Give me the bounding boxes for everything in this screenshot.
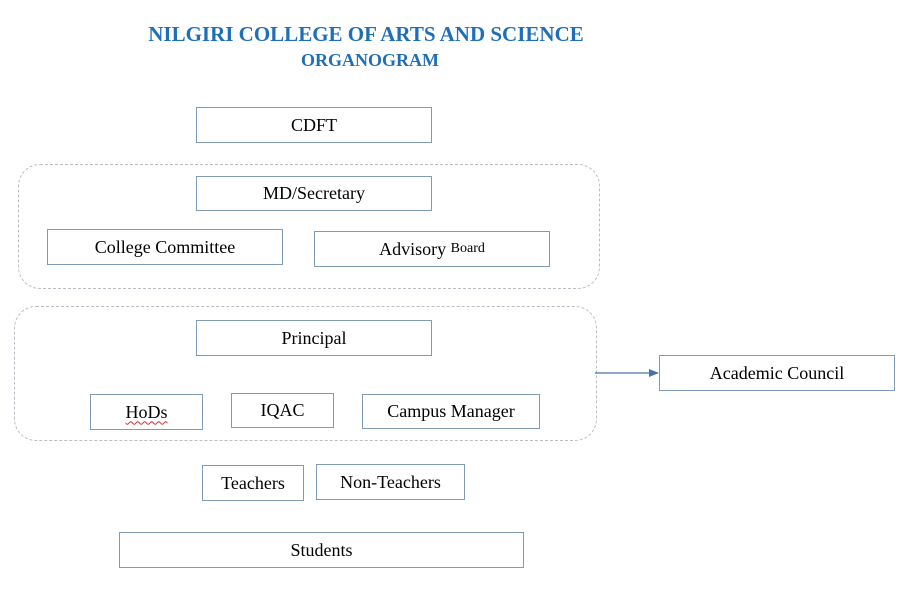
node-students-label: Students <box>290 539 353 560</box>
node-advisory-board[interactable]: Advisory Board <box>314 231 550 267</box>
node-cdft[interactable]: CDFT <box>196 107 432 143</box>
node-students[interactable]: Students <box>119 532 524 568</box>
node-hods-label: HoDs <box>125 401 168 422</box>
node-teachers-label: Teachers <box>221 472 285 493</box>
node-hods[interactable]: HoDs <box>90 394 203 430</box>
node-principal-label: Principal <box>281 327 347 348</box>
node-non-teachers[interactable]: Non-Teachers <box>316 464 465 500</box>
node-college-committee[interactable]: College Committee <box>47 229 283 265</box>
node-advisory-label: Advisory <box>379 238 447 259</box>
node-campus-manager[interactable]: Campus Manager <box>362 394 540 429</box>
node-md-secretary-label: MD/Secretary <box>263 183 365 203</box>
node-non-teachers-label: Non-Teachers <box>340 471 441 492</box>
node-teachers[interactable]: Teachers <box>202 465 304 501</box>
node-academic-council-label: Academic Council <box>709 362 845 383</box>
node-advisory-suffix-label: Board <box>450 241 485 256</box>
node-iqac-label: IQAC <box>260 400 305 420</box>
page-subtitle: ORGANOGRAM <box>301 50 439 70</box>
node-cdft-label: CDFT <box>290 114 337 135</box>
node-college-committee-label: College Committee <box>94 236 236 257</box>
page-title: NILGIRI COLLEGE OF ARTS AND SCIENCE <box>148 22 584 46</box>
node-principal[interactable]: Principal <box>196 320 432 356</box>
node-md-secretary[interactable]: MD/Secretary <box>196 176 432 211</box>
node-iqac[interactable]: IQAC <box>231 393 334 428</box>
node-campus-manager-label: Campus Manager <box>387 401 515 421</box>
management-group <box>18 164 600 289</box>
node-academic-council[interactable]: Academic Council <box>659 355 895 391</box>
